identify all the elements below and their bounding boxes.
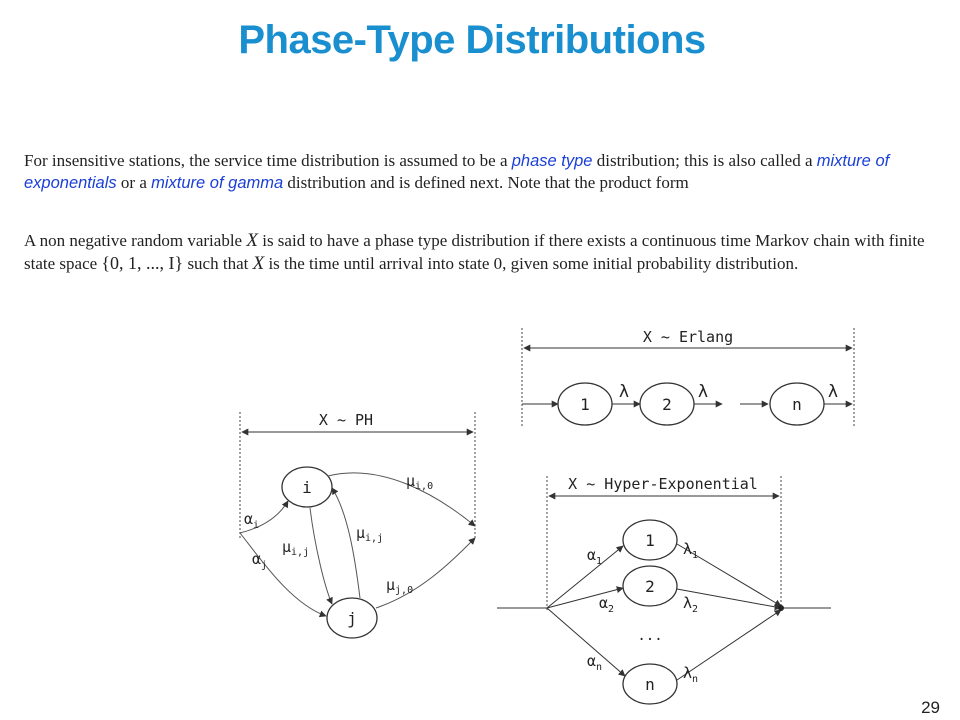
svg-text:n: n: [792, 395, 802, 414]
var-x: X: [246, 230, 258, 251]
erlang-rate-n: λ: [828, 382, 838, 402]
ph-mu-j0: μj,0: [386, 576, 413, 596]
page-title: Phase-Type Distributions: [238, 18, 706, 62]
page-number: 29: [921, 698, 940, 717]
svg-text:1: 1: [645, 531, 655, 550]
erlang-diagram: X ~ Erlang 1 λ 2 λ n λ: [521, 328, 855, 428]
ph-alpha-j: αj: [252, 550, 267, 571]
ph-arc-alpha-i: [239, 500, 289, 534]
svg-text:n: n: [645, 675, 655, 694]
svg-text:2: 2: [662, 395, 672, 414]
ph-diagram: X ~ PH i j αi αj μi,j μi,j μi,0 μj,0: [239, 411, 476, 639]
ph-mu-i0: μi,0: [406, 472, 433, 492]
hyper-node-2: [622, 565, 678, 607]
ph-mu-ij-left: μi,j: [282, 538, 309, 558]
var-x-2: X: [252, 253, 265, 274]
hyper-lambda-1: λ1: [683, 540, 698, 561]
ph-node-i: [281, 466, 333, 508]
ph-arc-j0: [375, 537, 476, 609]
ph-label: X ~ PH: [319, 411, 373, 429]
svg-text:1: 1: [580, 395, 590, 414]
ph-arc-alpha-j: [239, 532, 327, 618]
hyper-alpha-2: α2: [599, 594, 614, 615]
highlight-mixture-exponentials: mixture of exponentials: [24, 152, 890, 192]
hyper-node-n: [622, 663, 678, 705]
ph-mu-ij-right: μi,j: [356, 524, 383, 544]
svg-text:j: j: [347, 609, 357, 628]
hyper-label: X ~ Hyper-Exponential: [568, 475, 758, 493]
definition-paragraph: A non negative random variable X is said…: [24, 230, 925, 274]
erlang-label: X ~ Erlang: [643, 328, 733, 346]
highlight-mixture-gamma: mixture of gamma: [151, 174, 284, 192]
svg-text:i: i: [302, 478, 312, 497]
hyper-alpha-1: α1: [587, 546, 602, 567]
ph-arc-ji: [331, 487, 361, 599]
erlang-rate-2: λ: [698, 382, 708, 402]
state-space: {0, 1, ..., I}: [101, 253, 184, 273]
highlight-phase-type: phase type: [511, 152, 593, 170]
hyper-node-1: [622, 519, 678, 561]
erlang-rate-1: λ: [619, 382, 629, 402]
hyper-lambda-2: λ2: [683, 594, 698, 615]
ph-node-j: [326, 597, 378, 639]
ph-arc-i0: [327, 472, 476, 527]
svg-text:2: 2: [645, 577, 655, 596]
hyper-lambda-n: λn: [683, 664, 698, 685]
hyper-ellipsis: ...: [637, 628, 662, 644]
ph-alpha-i: αi: [244, 510, 259, 531]
intro-paragraph: For insensitive stations, the service ti…: [24, 151, 890, 192]
hyper-diagram: X ~ Hyper-Exponential 1 2 ... n α1 α2 αn…: [497, 475, 831, 705]
ph-arc-ij: [309, 507, 333, 605]
hyper-alpha-n: αn: [587, 652, 602, 673]
